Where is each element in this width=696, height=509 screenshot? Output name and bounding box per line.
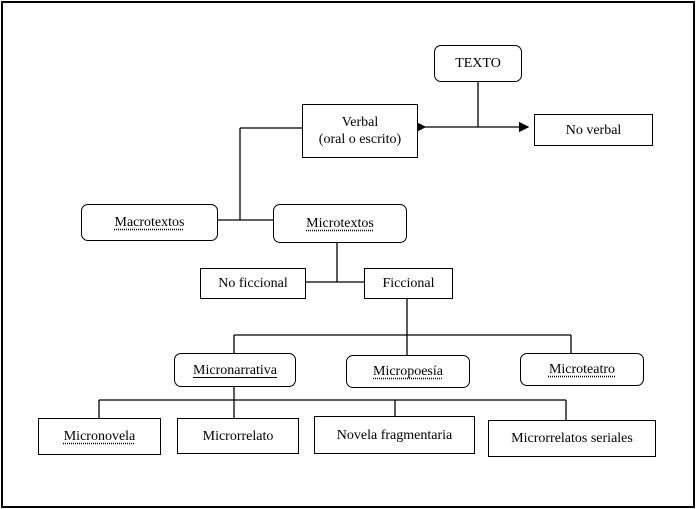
node-ficcional: Ficcional [364,268,453,299]
node-verbal-label-line1: Verbal [341,115,379,130]
node-verbal-label-line2: (oral o escrito) [318,132,402,147]
node-micronarrativa: Micronarrativa [174,353,296,387]
node-microrrelatos-seriales: Microrrelatos seriales [488,420,656,457]
node-micronovela: Micronovela [38,418,161,455]
node-microtextos-label: Microtextos [306,216,374,231]
node-microteatro: Microteatro [520,353,644,386]
node-no-verbal-label: No verbal [565,122,622,138]
node-micronovela-label: Micronovela [63,429,136,444]
node-microteatro-label: Microteatro [548,362,616,377]
node-macrotextos: Macrotextos [81,204,218,241]
node-macrotextos-label: Macrotextos [114,215,185,230]
node-microrrelato: Microrrelato [177,418,299,454]
node-no-ficcional-label: No ficcional [218,276,288,291]
node-novela-fragmentaria-label: Novela fragmentaria [336,427,453,443]
node-no-verbal: No verbal [534,114,653,146]
node-microtextos: Microtextos [273,204,407,243]
node-texto-label: TEXTO [455,56,501,71]
node-texto: TEXTO [434,45,522,82]
node-novela-fragmentaria: Novela fragmentaria [314,416,475,454]
node-verbal: Verbal (oral o escrito) [302,104,418,158]
node-microrrelato-label: Microrrelato [202,428,274,444]
node-no-ficcional: No ficcional [200,268,306,299]
node-ficcional-label: Ficcional [382,276,435,291]
node-micronarrativa-label: Micronarrativa [193,362,277,378]
node-micropoesia-label: Micropoesía [373,364,443,379]
node-microrrelatos-seriales-label: Microrrelatos seriales [511,431,633,446]
node-micropoesia: Micropoesía [346,355,470,388]
